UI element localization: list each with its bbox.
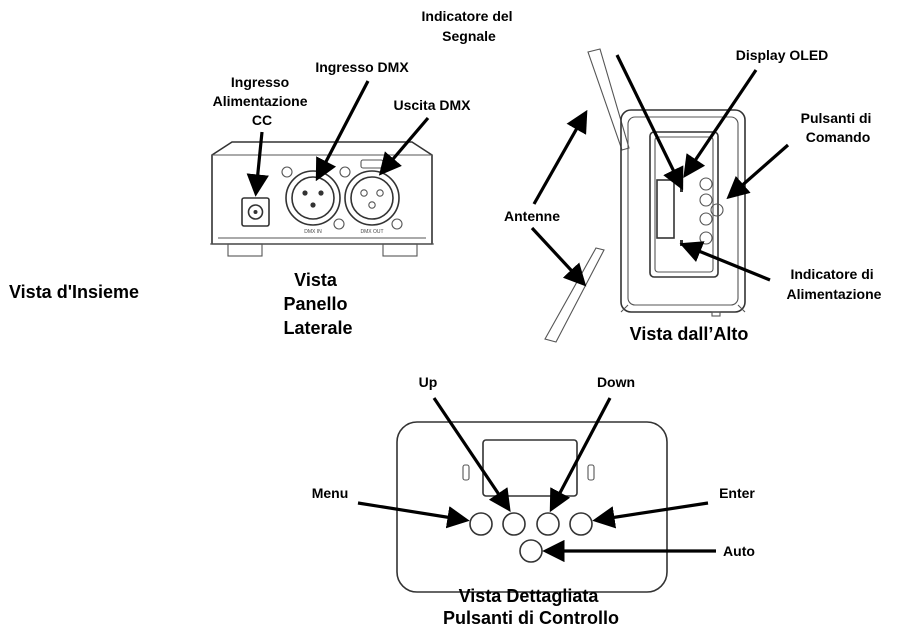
- dmx-out-connector: [339, 159, 403, 230]
- dmx-in-marking: DMX IN: [304, 229, 322, 235]
- dmx-in-connector: [281, 166, 345, 230]
- enter-arrow: [592, 501, 709, 529]
- power-input-label: Ingresso Alimentazione CC: [213, 74, 312, 128]
- auto-label: Auto: [723, 543, 755, 559]
- side-panel-caption: Vista Panello Laterale: [283, 270, 352, 338]
- signal-indicator-arrow: [615, 54, 684, 191]
- auto-button-shape: [519, 539, 543, 563]
- side-panel-device: DMX IN DMX OUT: [210, 141, 434, 257]
- power-input-arrow: [246, 131, 269, 197]
- command-buttons-arrow: [726, 143, 790, 200]
- detail-view-caption: Vista Dettagliata Pulsanti di Controllo: [443, 586, 619, 628]
- dmx-out-marking: DMX OUT: [360, 229, 383, 235]
- down-arrow: [549, 397, 612, 513]
- oled-display-label: Display OLED: [736, 47, 829, 63]
- enter-button-shape: [569, 512, 593, 536]
- signal-indicator-label: Indicatore del Segnale: [422, 8, 517, 44]
- detail-panel: [396, 421, 668, 593]
- top-view-caption: Vista dall’Alto: [630, 324, 749, 344]
- command-buttons-label: Pulsanti di Comando: [801, 110, 876, 145]
- dc-power-jack: [241, 197, 270, 227]
- antenna-lower: [544, 247, 605, 343]
- top-view-device: [544, 48, 746, 343]
- menu-arrow: [357, 501, 470, 529]
- antennas-label: Antenne: [504, 208, 560, 224]
- dmx-in-label: Ingresso DMX: [315, 59, 409, 75]
- dmx-in-arrow: [315, 80, 370, 182]
- menu-label: Menu: [312, 485, 349, 501]
- oled-display-arrow: [683, 69, 758, 178]
- up-button-shape: [502, 512, 526, 536]
- dmx-out-arrow: [378, 116, 430, 176]
- down-label: Down: [597, 374, 635, 390]
- up-arrow: [432, 397, 511, 512]
- power-indicator-arrow: [679, 241, 771, 282]
- overview-label: Vista d'Insieme: [9, 282, 139, 302]
- up-label: Up: [419, 374, 438, 390]
- top-oled-display: [656, 179, 675, 239]
- menu-button-shape: [469, 512, 493, 536]
- antenna-upper-arrow: [532, 109, 588, 205]
- antenna-lower-arrow: [530, 226, 587, 287]
- dmx-out-label: Uscita DMX: [393, 97, 471, 113]
- antenna-upper: [587, 48, 630, 151]
- enter-label: Enter: [719, 485, 755, 501]
- power-indicator-label: Indicatore di Alimentazione: [787, 266, 882, 302]
- down-button-shape: [536, 512, 560, 536]
